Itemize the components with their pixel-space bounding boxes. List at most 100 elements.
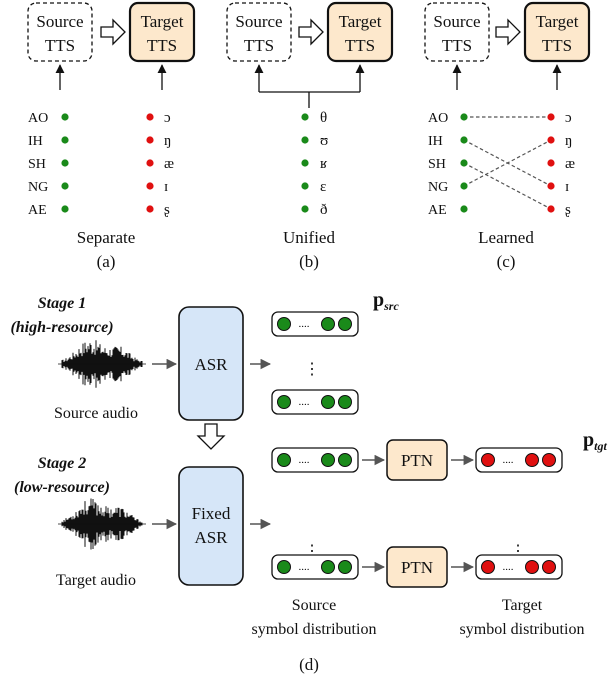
target-audio-label: Target audio [56,572,136,589]
probability-dot [338,453,352,467]
stage1-title: Stage 1 [38,295,86,312]
probability-dot [321,453,335,467]
source-tts-box-c [424,2,490,62]
vdots-stage1: ⋮ [304,361,320,378]
target-distribution-vector: .... [475,554,563,580]
target-tts-box-a [128,1,196,63]
probability-dot [277,453,291,467]
probability-dot [542,560,556,574]
target-tts-label-c-2: TTS [542,36,572,55]
probability-dot [321,395,335,409]
source-tts-label-c-2: TTS [442,36,472,55]
source-tts-box-b [226,2,292,62]
panel-d: Stage 1 (high-resource) Source audio ASR… [10,289,607,674]
fixed-asr-label-1: Fixed [192,504,231,523]
target-distribution-vector: .... [475,447,563,473]
target-phone-label-a: æ [164,156,174,172]
hollow-arrow-c [495,18,521,46]
source-tts-label-a-1: Source [36,12,83,31]
target-phone-dot-a [146,159,154,167]
probability-dot [277,317,291,331]
source-distribution-vector: .... [271,389,359,415]
source-phone-dot-a [61,136,69,144]
source-phone-dot-c [460,159,468,167]
distribution-vector-frame [271,389,359,415]
source-phone-label-a: AE [28,203,47,218]
stage2-title: Stage 2 [38,455,86,472]
source-phone-dot-a [61,205,69,213]
p-src-sub: src [383,299,399,313]
target-phone-label-a: ʂ [164,202,170,218]
ellipsis: .... [299,396,310,408]
stage2-subtitle: (low-resource) [14,479,110,496]
source-phone-label-c: IH [428,134,443,149]
probability-dot [338,395,352,409]
distribution-vector-frame [271,447,359,473]
unified-phone-label-b: ɛ [320,179,326,195]
probability-dot [525,453,539,467]
target-phone-label-a: ɪ [164,179,168,195]
source-phone-label-a: IH [28,134,43,149]
caption-b: Unified [283,228,335,247]
hollow-arrow-a [100,18,126,46]
unified-phone-dot-b [301,159,309,167]
target-phone-dot-c [547,205,555,213]
probability-dot [338,560,352,574]
target-phone-label-c: ŋ [565,133,572,149]
tgt-dist-label-1: Target [502,597,543,614]
source-phone-label-c: SH [428,157,446,172]
ellipsis: .... [503,561,514,573]
source-waveform-icon [58,340,146,388]
caption-a: Separate [77,228,136,247]
distribution-vector-frame [475,447,563,473]
unified-phone-dot-b [301,182,309,190]
target-phone-dot-a [146,182,154,190]
letter-c: (c) [497,252,516,271]
p-src-main: p [373,289,384,311]
target-tts-label-b-2: TTS [345,36,375,55]
ellipsis: .... [299,318,310,330]
source-distribution-vector: .... [271,447,359,473]
target-phone-dot-a [146,205,154,213]
source-phone-dot-c [460,113,468,121]
letter-b: (b) [299,252,319,271]
fixed-asr-box [178,466,244,586]
ellipsis: .... [503,454,514,466]
probability-dot [481,453,495,467]
target-tts-box-b [326,1,394,63]
learned-mapping-line [463,162,552,210]
ptn-label-top: PTN [401,451,433,470]
target-phone-label-a: ɔ [164,110,171,126]
source-phone-label-a: SH [28,157,46,172]
distribution-vector-frame [475,554,563,580]
probability-dot [321,560,335,574]
source-tts-label-a-2: TTS [45,36,75,55]
source-phone-label-a: NG [28,180,48,195]
target-tts-label-a-1: Target [141,12,184,31]
target-phone-label-c: ʂ [565,202,571,218]
unified-phone-label-b: ʊ [320,133,328,149]
asr-box [178,306,244,421]
target-phone-dot-c [547,159,555,167]
source-distribution-vector: .... [271,554,359,580]
target-phone-label-c: æ [565,156,575,172]
probability-dot [542,453,556,467]
p-tgt-sub: tgt [594,439,607,453]
target-phone-dot-c [547,182,555,190]
probability-dot [277,395,291,409]
src-dist-label-1: Source [292,597,336,614]
unified-phone-label-b: θ [320,110,327,126]
source-phone-dot-a [61,182,69,190]
stage1-subtitle: (high-resource) [10,319,113,336]
unified-phone-dot-b [301,113,309,121]
ellipsis: .... [299,561,310,573]
unified-phone-label-b: ð [320,202,328,218]
source-distribution-vector: .... [271,311,359,337]
hollow-arrow-b [298,18,324,46]
p-tgt-main: p [583,429,594,451]
target-tts-label-a-2: TTS [147,36,177,55]
hollow-arrow-down [196,423,226,450]
asr-label: ASR [194,355,228,374]
